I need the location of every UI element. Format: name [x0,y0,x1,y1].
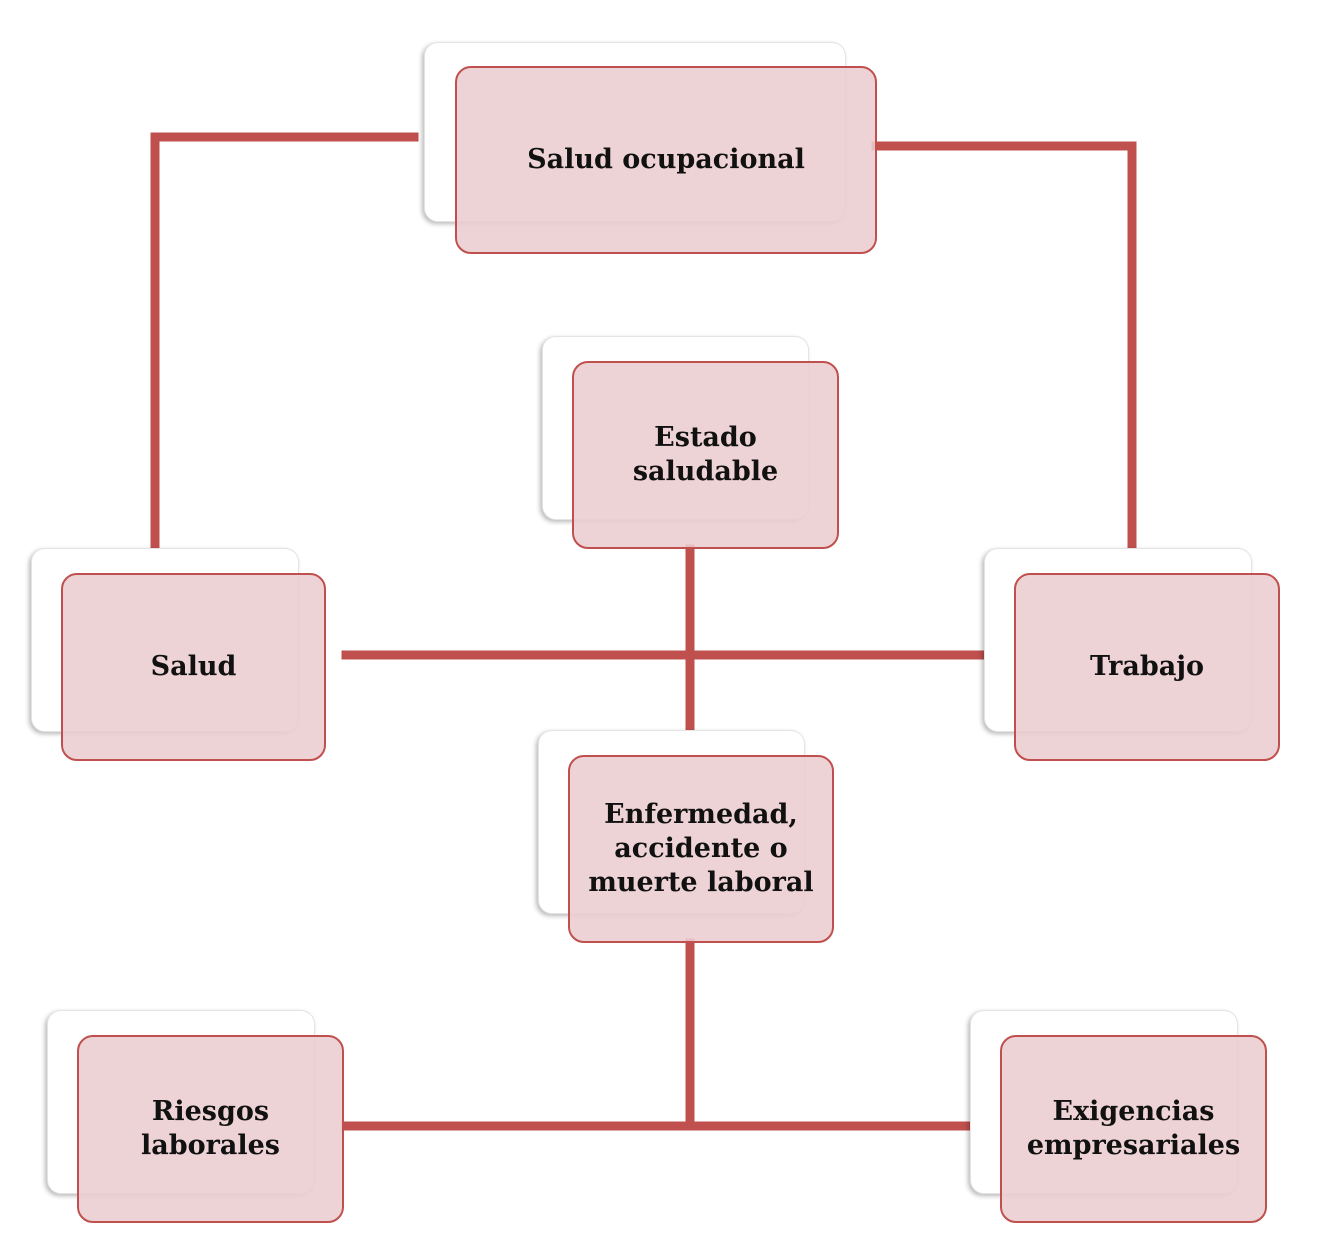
node-label: Exigencias empresariales [1026,1096,1241,1161]
node-salud: Salud [61,573,326,761]
node-estado-saludable: Estado saludable [572,361,839,549]
connector-salud-ocupacional-to-trabajo [871,141,1137,579]
node-enfermedad-accidente-muerte: Enfermedad, accidente o muerte laboral [568,755,834,943]
node-salud-ocupacional: Salud ocupacional [455,66,877,254]
node-label: Enfermedad, accidente o muerte laboral [588,799,814,898]
node-label: Estado saludable [632,422,779,487]
node-label: Salud ocupacional [527,144,805,175]
node-label: Riesgos laborales [141,1096,280,1161]
node-exigencias-empresariales: Exigencias empresariales [1000,1035,1267,1223]
node-trabajo: Trabajo [1014,573,1280,761]
node-riesgos-laborales: Riesgos laborales [77,1035,344,1223]
node-label: Salud [150,651,237,682]
connector-salud-ocupacional-to-salud [150,132,419,567]
node-label: Trabajo [1090,651,1204,682]
